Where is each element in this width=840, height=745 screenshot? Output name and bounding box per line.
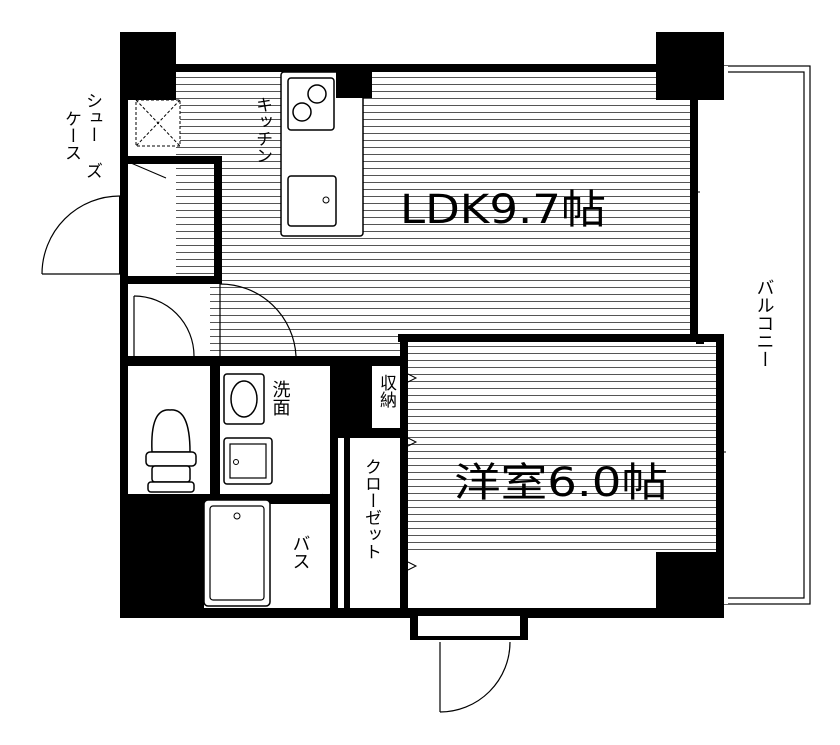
closet-label: クローゼット [361, 458, 381, 560]
entry-notch-line [410, 636, 528, 640]
ldk-label: LDK9.7帖 [400, 187, 606, 233]
shoe-case-label-2: ケース [61, 110, 81, 161]
doors [41, 195, 511, 713]
ldk-floor [176, 72, 696, 358]
western-floor [406, 340, 722, 552]
shoe-case-label-1: シュー [82, 92, 102, 143]
bath-label: バス [290, 534, 311, 570]
shoe-case-label-3: ズ [82, 162, 102, 179]
bathtub [203, 493, 331, 607]
window-marks [121, 110, 726, 571]
kitchen-label: キッチン [252, 96, 272, 164]
western-room-label: 洋室6.0帖 [454, 460, 668, 506]
washroom-label: 洗面 [270, 380, 291, 416]
entry-notch [418, 616, 520, 638]
wash-basin [223, 373, 273, 485]
toilet [145, 409, 197, 493]
balcony-label: バルコニー [754, 278, 775, 368]
storage-label: 収納 [376, 374, 397, 409]
shoe-case [123, 99, 181, 179]
